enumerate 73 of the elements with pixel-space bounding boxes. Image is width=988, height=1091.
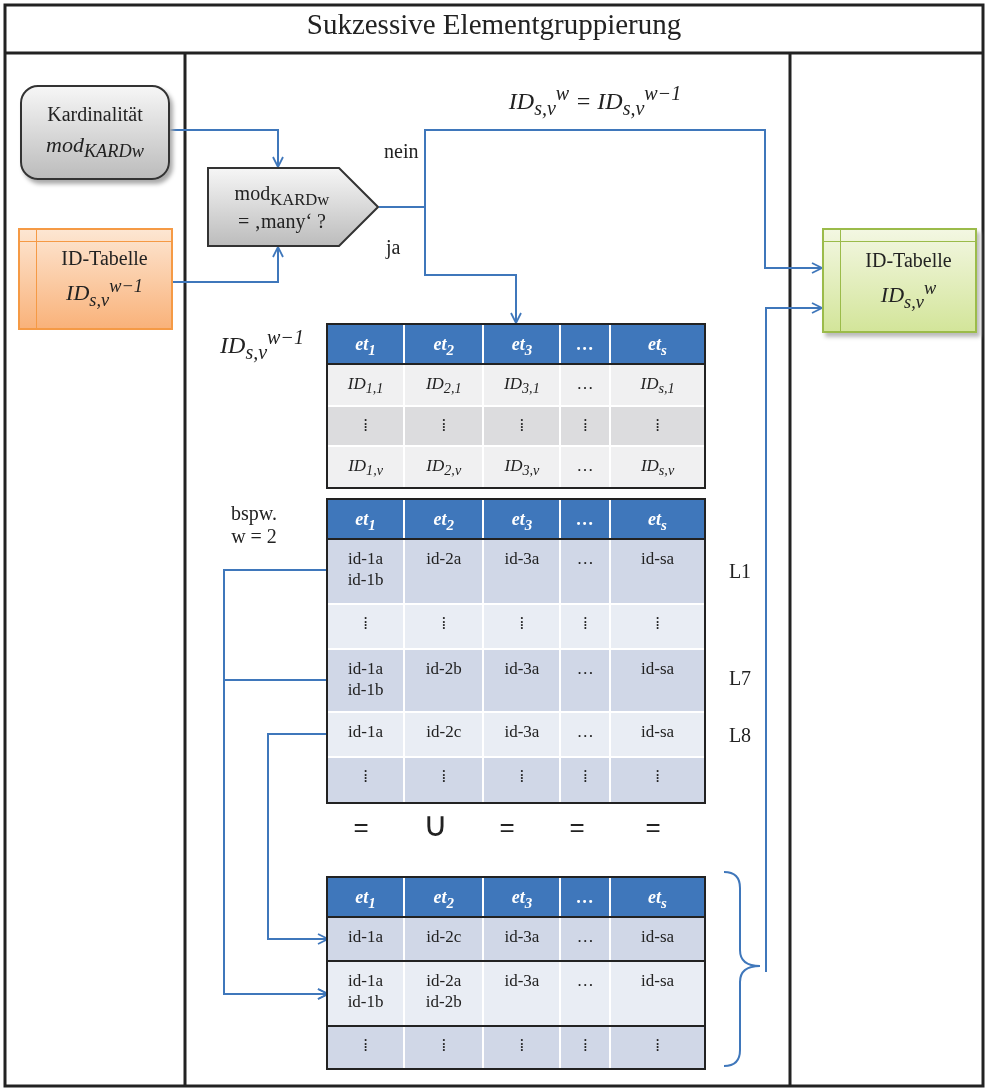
table-cell-text: ⁞ bbox=[654, 415, 661, 437]
union-sign: ∪ bbox=[421, 804, 449, 844]
table-cell: ⁞ bbox=[328, 758, 406, 802]
table-row bbox=[328, 405, 704, 445]
column-header: … bbox=[561, 500, 612, 538]
arrow bbox=[765, 302, 823, 973]
table-cell-text: id-sa bbox=[640, 658, 676, 680]
table-row bbox=[328, 325, 704, 365]
arrow bbox=[172, 246, 284, 283]
arrow bbox=[169, 129, 284, 168]
table-cell: ID$_{1,v}$ bbox=[328, 447, 406, 487]
table-row bbox=[328, 648, 704, 711]
table-row bbox=[328, 918, 704, 960]
table-row bbox=[328, 1025, 704, 1068]
node-label: ID-Tabelle bbox=[61, 247, 148, 271]
column-header: et$_{s}$ bbox=[647, 886, 668, 913]
table-cell: ⁞ bbox=[405, 1027, 485, 1068]
table-cell: ⁞ bbox=[484, 1027, 562, 1068]
table-row bbox=[328, 711, 704, 756]
column-header: et$_{2}$ bbox=[405, 500, 485, 538]
table-row bbox=[328, 878, 704, 918]
column-header: et$_{s}$ bbox=[647, 508, 668, 535]
side-label: bspw. w = 2 bbox=[230, 502, 278, 548]
table-cell: ⁞ bbox=[328, 1027, 406, 1068]
table-row bbox=[328, 500, 704, 540]
column-header: … bbox=[561, 878, 612, 916]
table-row bbox=[328, 603, 704, 648]
node-label: Kardinalität bbox=[47, 102, 143, 126]
title: Sukzessive Elementgruppierung bbox=[305, 8, 683, 41]
table-cell: ⁞ bbox=[561, 758, 612, 802]
table-cell: ⁞ bbox=[484, 758, 562, 802]
table-row bbox=[328, 960, 704, 1025]
rounded-box bbox=[20, 85, 170, 180]
decision-pentagon bbox=[207, 167, 379, 247]
side-label: L1 bbox=[727, 560, 753, 583]
table-symbol-box bbox=[18, 228, 173, 330]
equals-sign: = bbox=[644, 812, 662, 843]
table-row bbox=[328, 540, 704, 603]
table-symbol-box bbox=[822, 228, 977, 333]
column-header: et$_{1}$ bbox=[328, 878, 406, 916]
table-cell-text: ⁞ bbox=[654, 766, 661, 788]
arrow bbox=[378, 206, 522, 324]
column-header: et$_{2}$ bbox=[405, 325, 485, 363]
table-cell: … bbox=[561, 447, 612, 487]
column-header: … bbox=[561, 325, 612, 363]
table-cell-text: id-sa bbox=[640, 926, 676, 948]
side-label: L8 bbox=[727, 724, 753, 747]
table-cell-text: ⁞ bbox=[654, 613, 661, 635]
side-label: L7 bbox=[727, 667, 753, 690]
column-header: et$_{1}$ bbox=[328, 325, 406, 363]
equals-sign: = bbox=[568, 812, 586, 843]
table-cell: ID$_{2,v}$ bbox=[405, 447, 485, 487]
node-label: ID-Tabelle bbox=[865, 248, 952, 272]
column-header: et$_{3}$ bbox=[484, 878, 562, 916]
column-header: et$_{2}$ bbox=[405, 878, 485, 916]
table-cell: ⁞ bbox=[561, 1027, 612, 1068]
table-row bbox=[328, 445, 704, 487]
table-cell-text: ID$_{s,1}$ bbox=[639, 373, 676, 399]
table-row bbox=[328, 756, 704, 802]
table-cell: ID$_{3,v}$ bbox=[484, 447, 562, 487]
table-cell-text: id-sa bbox=[640, 970, 676, 992]
table-cell-text: id-sa bbox=[640, 548, 676, 570]
column-header: et$_{s}$ bbox=[647, 333, 668, 360]
column-header: et$_{3}$ bbox=[484, 325, 562, 363]
table-cell-text: ⁞ bbox=[654, 1035, 661, 1057]
table-row bbox=[328, 365, 704, 405]
column-header: et$_{3}$ bbox=[484, 500, 562, 538]
table-cell: ⁞ bbox=[405, 758, 485, 802]
table-cell-text: id-sa bbox=[640, 721, 676, 743]
table-cell-text: ID$_{s,v}$ bbox=[639, 455, 676, 481]
equals-sign: = bbox=[352, 812, 370, 843]
column-header: et$_{1}$ bbox=[328, 500, 406, 538]
equals-sign: = bbox=[498, 812, 516, 843]
